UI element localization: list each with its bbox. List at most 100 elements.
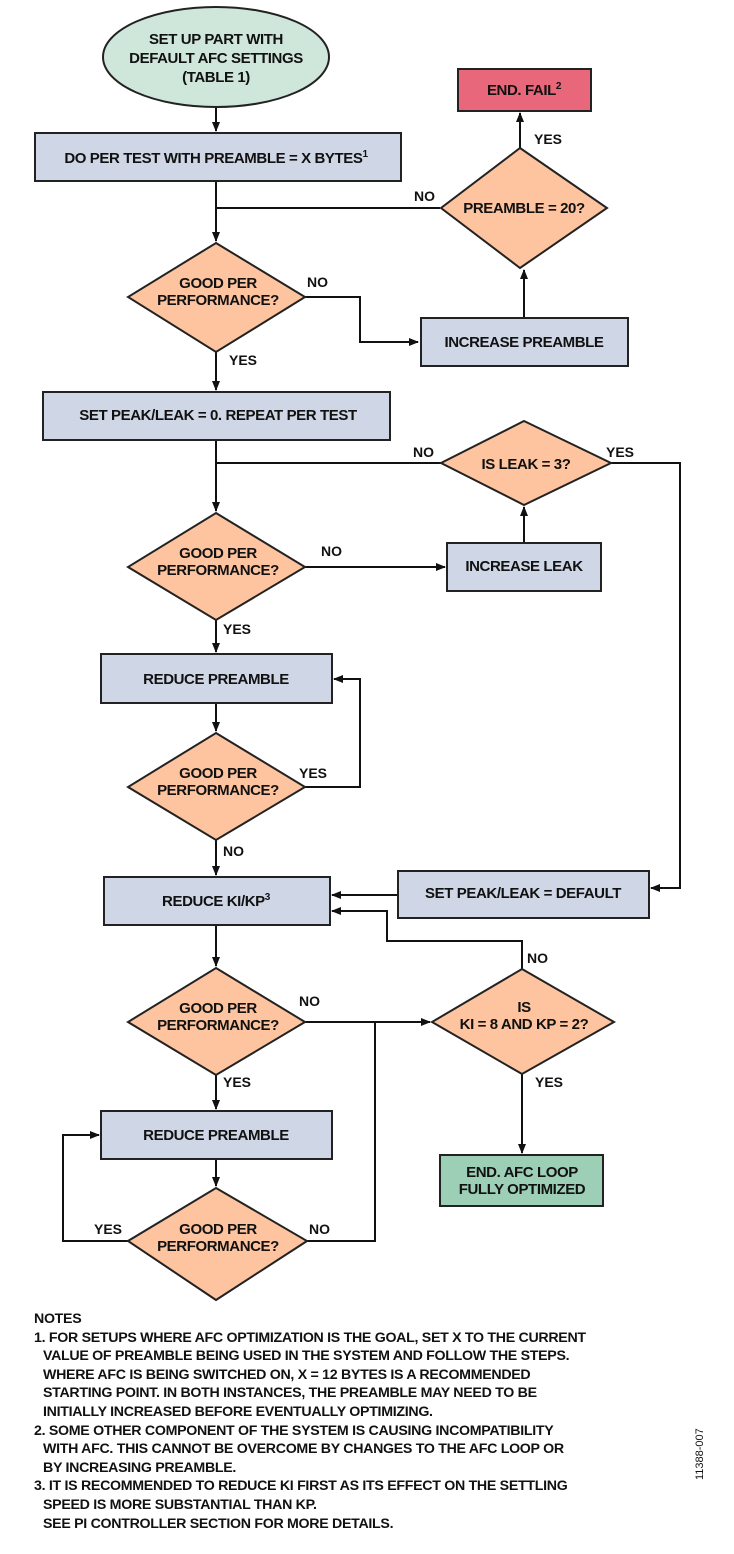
set-peak-leak-default-node: SET PEAK/LEAK = DEFAULT [397, 870, 650, 919]
reduce-preamble-2-node: REDUCE PREAMBLE [100, 1110, 333, 1160]
label-good-per-2-yes: YES [223, 621, 251, 637]
good-per-4-decision: GOOD PER PERFORMANCE? [126, 966, 307, 1077]
ki-kp-check-decision: IS KI = 8 AND KP = 2? [430, 967, 617, 1076]
per-test-box [34, 132, 402, 182]
label-good-per-5-yes: YES [94, 1221, 122, 1237]
label-preamble20-yes: YES [534, 131, 562, 147]
increase-leak-box [446, 542, 602, 592]
good-per-3-diamond [126, 731, 307, 842]
increase-preamble-node: INCREASE PREAMBLE [420, 317, 629, 367]
start-label-line-3: (TABLE 1) [182, 69, 250, 86]
increase-preamble-label: INCREASE PREAMBLE [444, 334, 603, 351]
end-fail-box [457, 68, 592, 112]
good-per-1-decision: GOOD PER PERFORMANCE? [126, 241, 307, 354]
reduce-preamble-1-label: REDUCE PREAMBLE [143, 671, 289, 688]
increase-preamble-box [420, 317, 629, 367]
notes-section: NOTES 1. FOR SETUPS WHERE AFC OPTIMIZATI… [34, 1310, 724, 1533]
preamble-20-diamond [439, 146, 609, 270]
connectors [62, 108, 681, 1242]
label-ki-check-yes: YES [535, 1074, 563, 1090]
note-line: SEE PI CONTROLLER SECTION FOR MORE DETAI… [43, 1515, 394, 1532]
note-line: SPEED IS MORE SUBSTANTIAL THAN KP. [43, 1496, 317, 1513]
note-line: BY INCREASING PREAMBLE. [43, 1459, 237, 1476]
good-per-2-decision: GOOD PER PERFORMANCE? [126, 511, 307, 622]
arrow-ki-check-no [331, 907, 523, 969]
reduce-preamble-1-box [100, 653, 333, 704]
arrow-good-per-1-no [305, 296, 419, 346]
set-peak-leak-0-label: SET PEAK/LEAK = 0. REPEAT PER TEST [79, 407, 357, 424]
note-line: 2. SOME OTHER COMPONENT OF THE SYSTEM IS… [34, 1422, 554, 1439]
arrow-good-per-3-yes-loop [305, 675, 361, 788]
label-good-per-3-yes: YES [299, 765, 327, 781]
reduce-preamble-2-box [100, 1110, 333, 1160]
start-label-line-1: SET UP PART WITH [149, 31, 283, 48]
label-preamble20-no: NO [414, 188, 435, 204]
is-leak-3-decision: IS LEAK = 3? [438, 419, 614, 507]
good-per-5-decision: GOOD PER PERFORMANCE? [126, 1186, 309, 1302]
good-per-3-label-line-2: PERFORMANCE? [157, 782, 279, 799]
start-ellipse [102, 6, 330, 108]
reduce-ki-kp-box [103, 876, 331, 926]
arrow-good-per-5-yes-loop [62, 1131, 128, 1242]
start-label-line-2: DEFAULT AFC SETTINGS [129, 50, 303, 67]
label-good-per-5-no: NO [309, 1221, 330, 1237]
reduce-ki-kp-label: REDUCE KI/KP3 [162, 892, 271, 910]
good-per-2-label-line-1: GOOD PER [179, 545, 257, 562]
start-node: SET UP PART WITH DEFAULT AFC SETTINGS (T… [102, 6, 330, 108]
good-per-1-label-line-1: GOOD PER [179, 275, 257, 292]
good-per-1-diamond [126, 241, 307, 354]
note-line: WITH AFC. THIS CANNOT BE OVERCOME BY CHA… [43, 1441, 564, 1458]
reduce-ki-kp-node: REDUCE KI/KP3 [103, 876, 331, 926]
label-is-leak-no: NO [413, 444, 434, 460]
notes-title: NOTES [34, 1311, 82, 1327]
label-good-per-1-no: NO [307, 274, 328, 290]
note-line: VALUE OF PREAMBLE BEING USED IN THE SYST… [43, 1348, 570, 1365]
preamble-20-label: PREAMBLE = 20? [463, 200, 585, 217]
label-good-per-3-no: NO [223, 843, 244, 859]
good-per-4-label-line-2: PERFORMANCE? [157, 1017, 279, 1034]
label-good-per-4-no: NO [299, 993, 320, 1009]
note-line: INITIALLY INCREASED BEFORE EVENTUALLY OP… [43, 1403, 433, 1420]
good-per-2-label-line-2: PERFORMANCE? [157, 562, 279, 579]
note-line: STARTING POINT. IN BOTH INSTANCES, THE P… [43, 1385, 537, 1402]
end-afc-node: END. AFC LOOP FULLY OPTIMIZED [439, 1154, 604, 1207]
end-afc-label-line-2: FULLY OPTIMIZED [459, 1181, 586, 1198]
good-per-2-diamond [126, 511, 307, 622]
end-afc-box [439, 1154, 604, 1207]
increase-leak-label: INCREASE LEAK [465, 558, 583, 575]
label-good-per-1-yes: YES [229, 352, 257, 368]
note-line: 1. FOR SETUPS WHERE AFC OPTIMIZATION IS … [34, 1329, 586, 1346]
figure-id: 11388-007 [694, 1428, 706, 1480]
end-fail-node: END. FAIL2 [457, 68, 592, 112]
preamble-20-decision: PREAMBLE = 20? [439, 146, 609, 270]
is-leak-3-diamond [438, 419, 614, 507]
label-ki-check-no: NO [527, 950, 548, 966]
per-test-label: DO PER TEST WITH PREAMBLE = X BYTES1 [64, 149, 368, 167]
arrow-is-leak-yes [611, 462, 681, 892]
edge-labels: YES NO NO YES NO YES NO YES YES NO NO NO… [94, 131, 634, 1237]
set-peak-leak-default-box [397, 870, 650, 919]
good-per-5-label-line-1: GOOD PER [179, 1221, 257, 1238]
note-line: 3. IT IS RECOMMENDED TO REDUCE KI FIRST … [34, 1478, 568, 1495]
reduce-preamble-2-label: REDUCE PREAMBLE [143, 1127, 289, 1144]
is-leak-3-label: IS LEAK = 3? [482, 456, 571, 473]
good-per-3-decision: GOOD PER PERFORMANCE? [126, 731, 307, 842]
note-line: WHERE AFC IS BEING SWITCHED ON, X = 12 B… [43, 1366, 531, 1383]
good-per-5-diamond [126, 1186, 309, 1302]
increase-leak-node: INCREASE LEAK [446, 542, 602, 592]
good-per-5-label-line-2: PERFORMANCE? [157, 1238, 279, 1255]
set-peak-leak-0-box [42, 391, 391, 441]
good-per-4-label-line-1: GOOD PER [179, 1000, 257, 1017]
line-good-per-5-no [306, 1022, 376, 1242]
reduce-preamble-1-node: REDUCE PREAMBLE [100, 653, 333, 704]
good-per-4-diamond [126, 966, 307, 1077]
ki-kp-check-label-line-2: KI = 8 AND KP = 2? [460, 1016, 589, 1033]
label-good-per-4-yes: YES [223, 1074, 251, 1090]
good-per-1-label-line-2: PERFORMANCE? [157, 292, 279, 309]
set-peak-leak-0-node: SET PEAK/LEAK = 0. REPEAT PER TEST [42, 391, 391, 441]
label-good-per-2-no: NO [321, 543, 342, 559]
end-afc-label-line-1: END. AFC LOOP [466, 1164, 578, 1181]
good-per-3-label-line-1: GOOD PER [179, 765, 257, 782]
ki-kp-check-diamond [430, 967, 617, 1076]
